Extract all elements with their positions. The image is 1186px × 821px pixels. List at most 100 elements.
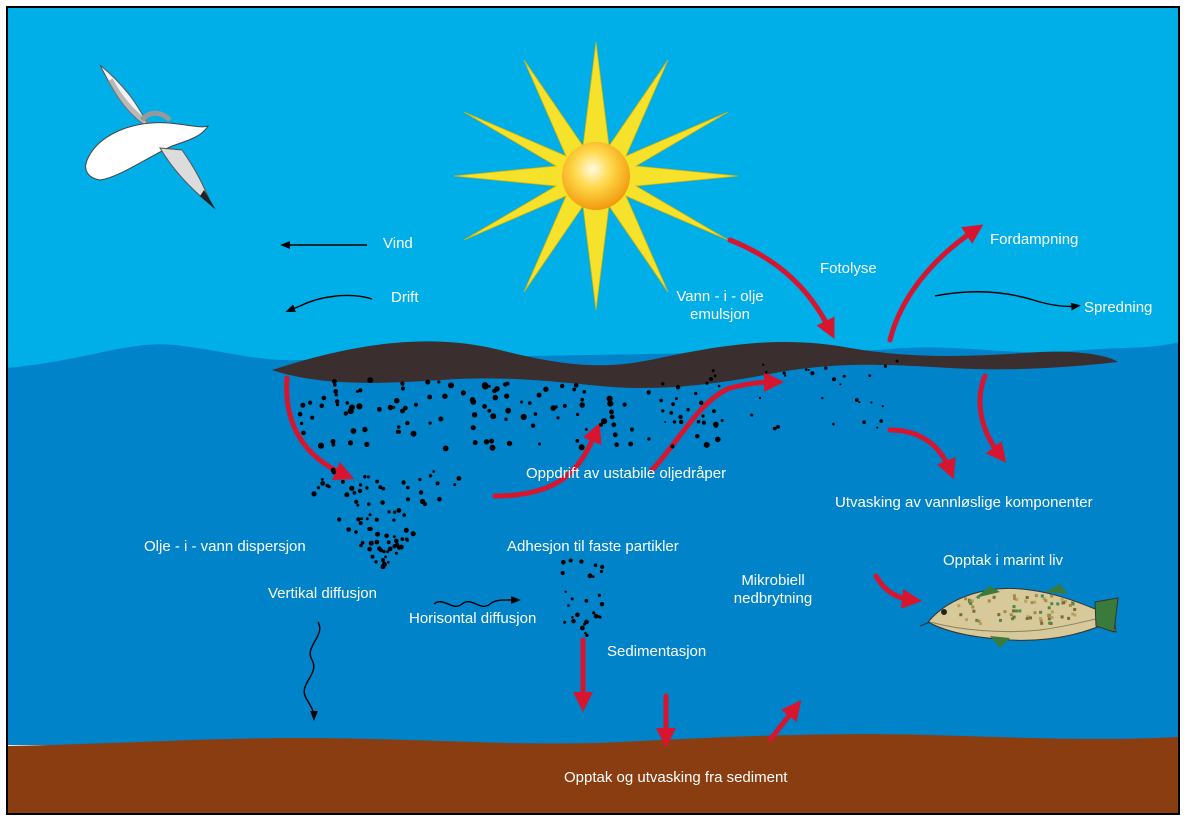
- label-spredning: Spredning: [1084, 299, 1152, 317]
- fish-spot: [1004, 610, 1007, 613]
- oil-droplet: [387, 510, 390, 513]
- oil-droplet: [609, 410, 614, 415]
- oil-droplet: [870, 401, 872, 403]
- oil-droplet: [482, 404, 487, 409]
- oil-droplet: [393, 511, 396, 514]
- fish-spot: [964, 597, 967, 600]
- fish-spot: [969, 602, 972, 605]
- label-vertikal: Vertikal diffusjon: [268, 585, 377, 603]
- oil-droplet: [492, 389, 497, 394]
- oil-droplet: [351, 428, 357, 434]
- oil-droplet: [443, 446, 449, 452]
- oil-droplet: [843, 375, 846, 378]
- oil-droplet: [563, 404, 567, 408]
- oil-droplet: [487, 409, 491, 413]
- oil-droplet: [613, 432, 618, 437]
- oil-droplet: [810, 371, 814, 375]
- oil-droplet: [375, 518, 379, 522]
- oil-droplet: [521, 414, 527, 420]
- oil-droplet: [386, 550, 389, 553]
- oil-droplet: [858, 401, 860, 403]
- fish-spot: [1013, 616, 1016, 619]
- oil-droplet: [377, 407, 382, 412]
- oil-droplet: [534, 412, 538, 416]
- oil-droplet: [367, 475, 370, 478]
- oil-droplet: [406, 539, 409, 542]
- oil-droplet: [704, 442, 710, 448]
- oil-droplet: [405, 421, 409, 425]
- oil-droplet: [394, 398, 400, 404]
- fish-spot: [1012, 609, 1015, 612]
- label-dispersjon: Olje - i - vann dispersjon: [144, 538, 306, 556]
- oil-droplet: [358, 388, 362, 392]
- oil-droplet: [572, 388, 576, 392]
- oil-droplet: [699, 401, 703, 405]
- oil-droplet: [504, 394, 509, 399]
- oil-droplet: [394, 539, 399, 544]
- oil-droplet: [628, 442, 633, 447]
- oil-droplet: [354, 530, 358, 534]
- oil-droplet: [623, 403, 627, 407]
- fish-spot: [1044, 599, 1047, 602]
- oil-droplet: [353, 491, 357, 495]
- oil-droplet: [397, 425, 401, 429]
- oil-droplet: [436, 481, 440, 485]
- label-mikrobiell-line1: Mikrobiell: [718, 572, 828, 590]
- oil-droplet: [773, 427, 777, 431]
- oil-droplet: [395, 552, 398, 555]
- oil-droplet: [369, 513, 372, 516]
- oil-droplet: [664, 421, 666, 423]
- oil-droplet: [375, 532, 380, 537]
- oil-droplet: [489, 439, 494, 444]
- oil-droplet: [759, 397, 761, 399]
- fish-spot: [1018, 609, 1021, 612]
- oil-droplet: [561, 560, 566, 565]
- oil-droplet: [560, 384, 564, 388]
- fish-spot: [979, 622, 982, 625]
- oil-droplet: [348, 440, 353, 445]
- oil-droplet: [346, 401, 349, 404]
- fish-spot: [1035, 594, 1038, 597]
- fish-spot: [1073, 614, 1076, 617]
- fish-spot: [965, 618, 968, 621]
- oil-droplet: [675, 397, 678, 400]
- oil-droplet: [607, 401, 613, 407]
- fish-spot: [1010, 613, 1013, 616]
- fish-spot: [1015, 610, 1018, 613]
- fish-spot: [1050, 595, 1053, 598]
- oil-droplet: [543, 387, 548, 392]
- oil-droplet: [365, 486, 368, 489]
- oil-droplet: [676, 385, 680, 389]
- oil-droplet: [762, 364, 764, 366]
- oil-droplet: [374, 540, 379, 545]
- oil-droplet: [375, 480, 379, 484]
- fish-spot: [1039, 617, 1042, 620]
- oil-droplet: [301, 431, 306, 436]
- oil-droplet: [571, 616, 574, 619]
- oil-droplet: [765, 371, 768, 374]
- oil-droplet: [709, 377, 713, 381]
- oil-droplet: [362, 427, 367, 432]
- fish-spot: [1026, 617, 1029, 620]
- oil-droplet: [594, 563, 598, 567]
- oil-droplet: [538, 443, 541, 446]
- oil-droplet: [862, 420, 866, 424]
- fish-spot: [1067, 617, 1070, 620]
- oil-droplet: [363, 475, 366, 478]
- oil-droplet: [659, 399, 663, 403]
- oil-droplet: [571, 597, 574, 600]
- oil-droplet: [588, 573, 593, 578]
- oil-droplet: [379, 548, 383, 552]
- oil-droplet: [448, 382, 454, 388]
- oil-droplet: [879, 419, 883, 423]
- oil-droplet: [600, 570, 603, 573]
- oil-droplet: [392, 544, 396, 548]
- oil-droplet: [322, 396, 327, 401]
- oil-droplet: [678, 415, 682, 419]
- oil-droplet: [718, 385, 721, 388]
- oil-droplet: [427, 395, 432, 400]
- oil-droplet: [364, 442, 369, 447]
- oil-droplet: [393, 535, 396, 538]
- fish-spot: [1048, 606, 1051, 609]
- label-adhesjon: Adhesjon til faste partikler: [507, 538, 679, 556]
